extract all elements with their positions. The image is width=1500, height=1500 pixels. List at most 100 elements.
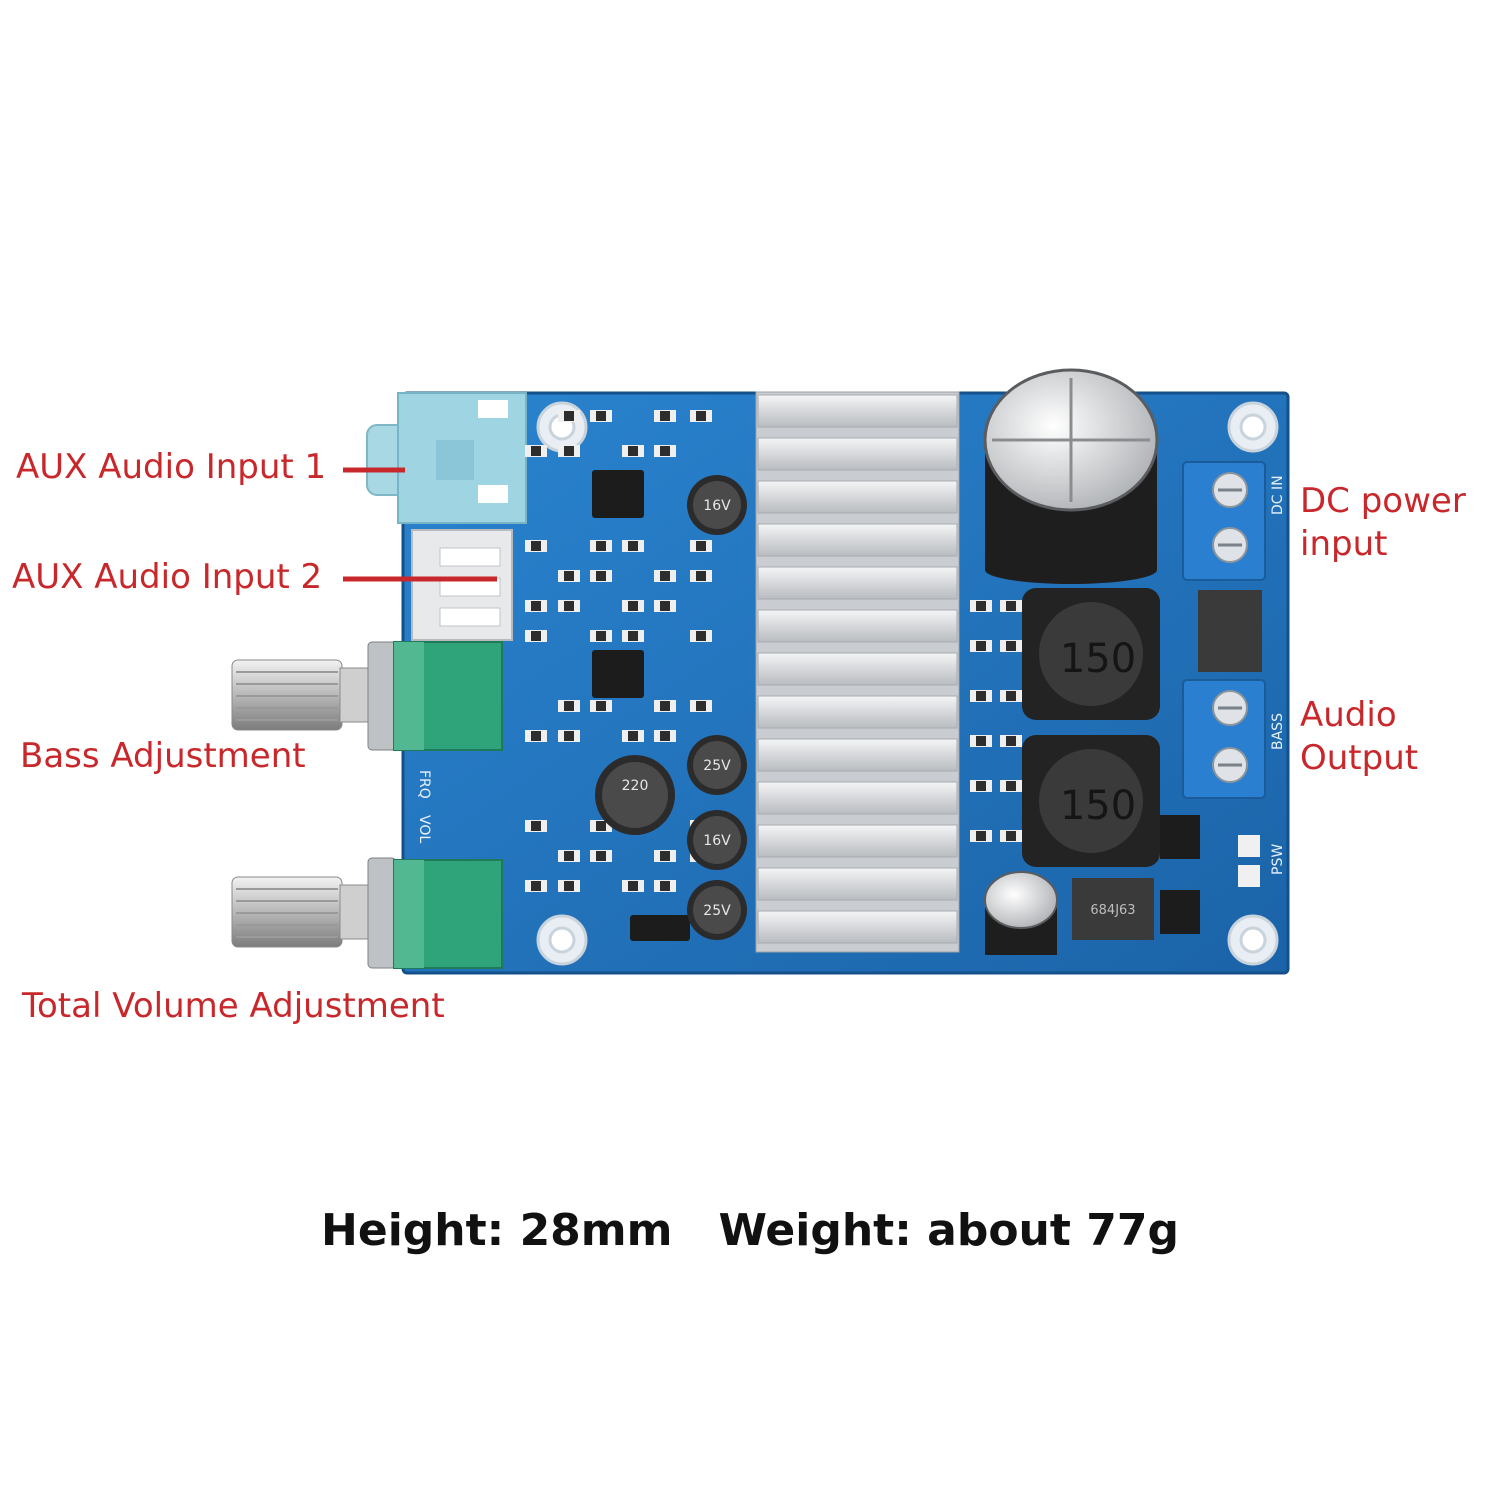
smd-part: [525, 445, 547, 457]
bass-adjustment-label: Bass Adjustment: [20, 736, 306, 776]
silkscreen-text: FRQ VOL DC IN BASS PSW: [416, 475, 1286, 875]
svg-text:BASS: BASS: [1270, 713, 1286, 750]
smd-part: [1000, 780, 1022, 792]
smd-part: [525, 730, 547, 742]
svg-text:VOL: VOL: [416, 815, 432, 843]
heatsink-fin: [757, 480, 958, 514]
smd-part: [622, 540, 644, 552]
inductor-bottom: 150: [1022, 735, 1160, 867]
svg-text:FRQ: FRQ: [416, 770, 432, 799]
smd-part: [654, 880, 676, 892]
heatsink-fin: [757, 609, 958, 643]
heatsink-fin: [757, 566, 958, 600]
smd-part: [970, 830, 992, 842]
smd-part: [622, 600, 644, 612]
smd-part: [690, 630, 712, 642]
svg-text:150: 150: [1060, 783, 1136, 829]
smd-part: [525, 600, 547, 612]
small-capacitors: [595, 475, 747, 940]
smd-part: [654, 700, 676, 712]
total-volume-adjustment-label: Total Volume Adjustment: [22, 986, 445, 1026]
audio-terminal-block: [1182, 679, 1266, 799]
smd-part: [590, 410, 612, 422]
audio-output-line-1: Audio: [1300, 695, 1397, 735]
smd-part: [970, 780, 992, 792]
svg-text:150: 150: [1060, 636, 1136, 682]
smd-part: [1000, 690, 1022, 702]
smd-part: [558, 700, 580, 712]
svg-text:25V: 25V: [703, 758, 731, 774]
aux2-connector: [411, 529, 513, 641]
smd-part: [590, 850, 612, 862]
smd-part: [558, 600, 580, 612]
smd-part: [525, 540, 547, 552]
dc-power-input-label: DC power input: [1300, 480, 1466, 565]
smd-part: [1000, 830, 1022, 842]
dc-power-line-1: DC power: [1300, 481, 1466, 521]
smd-part: [622, 730, 644, 742]
svg-text:220: 220: [622, 778, 649, 794]
svg-text:25V: 25V: [703, 903, 731, 919]
aux-jack: [366, 392, 527, 524]
capacitor-labels: 220 16V 25V 16V 25V: [622, 498, 731, 919]
heatsink-fin: [757, 781, 958, 815]
smd-part: [970, 690, 992, 702]
smd-part: [558, 570, 580, 582]
smd-part: [654, 600, 676, 612]
smd-part: [1000, 600, 1022, 612]
smd-part: [590, 700, 612, 712]
svg-text:684J63: 684J63: [1090, 903, 1135, 918]
heatsink-fin: [757, 824, 958, 858]
smd-part: [558, 850, 580, 862]
aux-input-2-label: AUX Audio Input 2: [12, 557, 323, 597]
smd-part: [622, 880, 644, 892]
psw-pads: [1238, 835, 1260, 887]
smd-part: [558, 880, 580, 892]
bass-potentiometer: [231, 641, 503, 751]
smd-part: [525, 630, 547, 642]
inductor-top: 150: [1022, 588, 1160, 720]
audio-output-line-2: Output: [1300, 737, 1419, 778]
smd-part: [654, 410, 676, 422]
dc-terminal-block: [1182, 461, 1266, 581]
smd-part: [970, 735, 992, 747]
smd-part: [558, 445, 580, 457]
mounting-holes: [536, 401, 1279, 966]
smd-part: [622, 445, 644, 457]
svg-text:16V: 16V: [703, 498, 731, 514]
callout-leaders: [343, 467, 497, 582]
svg-text:PSW: PSW: [1270, 844, 1286, 875]
smd-part: [970, 640, 992, 652]
smd-part: [690, 700, 712, 712]
svg-text:16V: 16V: [703, 833, 731, 849]
ic-chips: [592, 470, 690, 941]
smd-part: [590, 540, 612, 552]
smd-components: [525, 410, 1022, 892]
smd-part: [525, 880, 547, 892]
heatsink-fin: [757, 695, 958, 729]
svg-text:DC IN: DC IN: [1270, 475, 1286, 515]
heatsink: [755, 391, 960, 953]
smd-part: [558, 730, 580, 742]
smd-part: [558, 410, 580, 422]
heatsink-fin: [757, 652, 958, 686]
height-spec: Height: 28mm: [321, 1205, 673, 1256]
heatsink-fin: [757, 910, 958, 944]
smd-part: [690, 410, 712, 422]
main-capacitor: [983, 368, 1159, 584]
smd-part: [590, 570, 612, 582]
spec-footer: Height: 28mm Weight: about 77g: [0, 1205, 1500, 1256]
weight-spec: Weight: about 77g: [718, 1205, 1179, 1256]
smd-part: [654, 445, 676, 457]
bottom-components: 684J63: [984, 590, 1262, 955]
volume-potentiometer: [231, 857, 503, 969]
smd-part: [1000, 735, 1022, 747]
aux-input-1-label: AUX Audio Input 1: [16, 447, 327, 487]
smd-part: [690, 570, 712, 582]
smd-part: [690, 540, 712, 552]
smd-part: [654, 570, 676, 582]
audio-output-label: Audio Output: [1300, 694, 1418, 779]
smd-part: [1000, 640, 1022, 652]
smd-part: [590, 630, 612, 642]
